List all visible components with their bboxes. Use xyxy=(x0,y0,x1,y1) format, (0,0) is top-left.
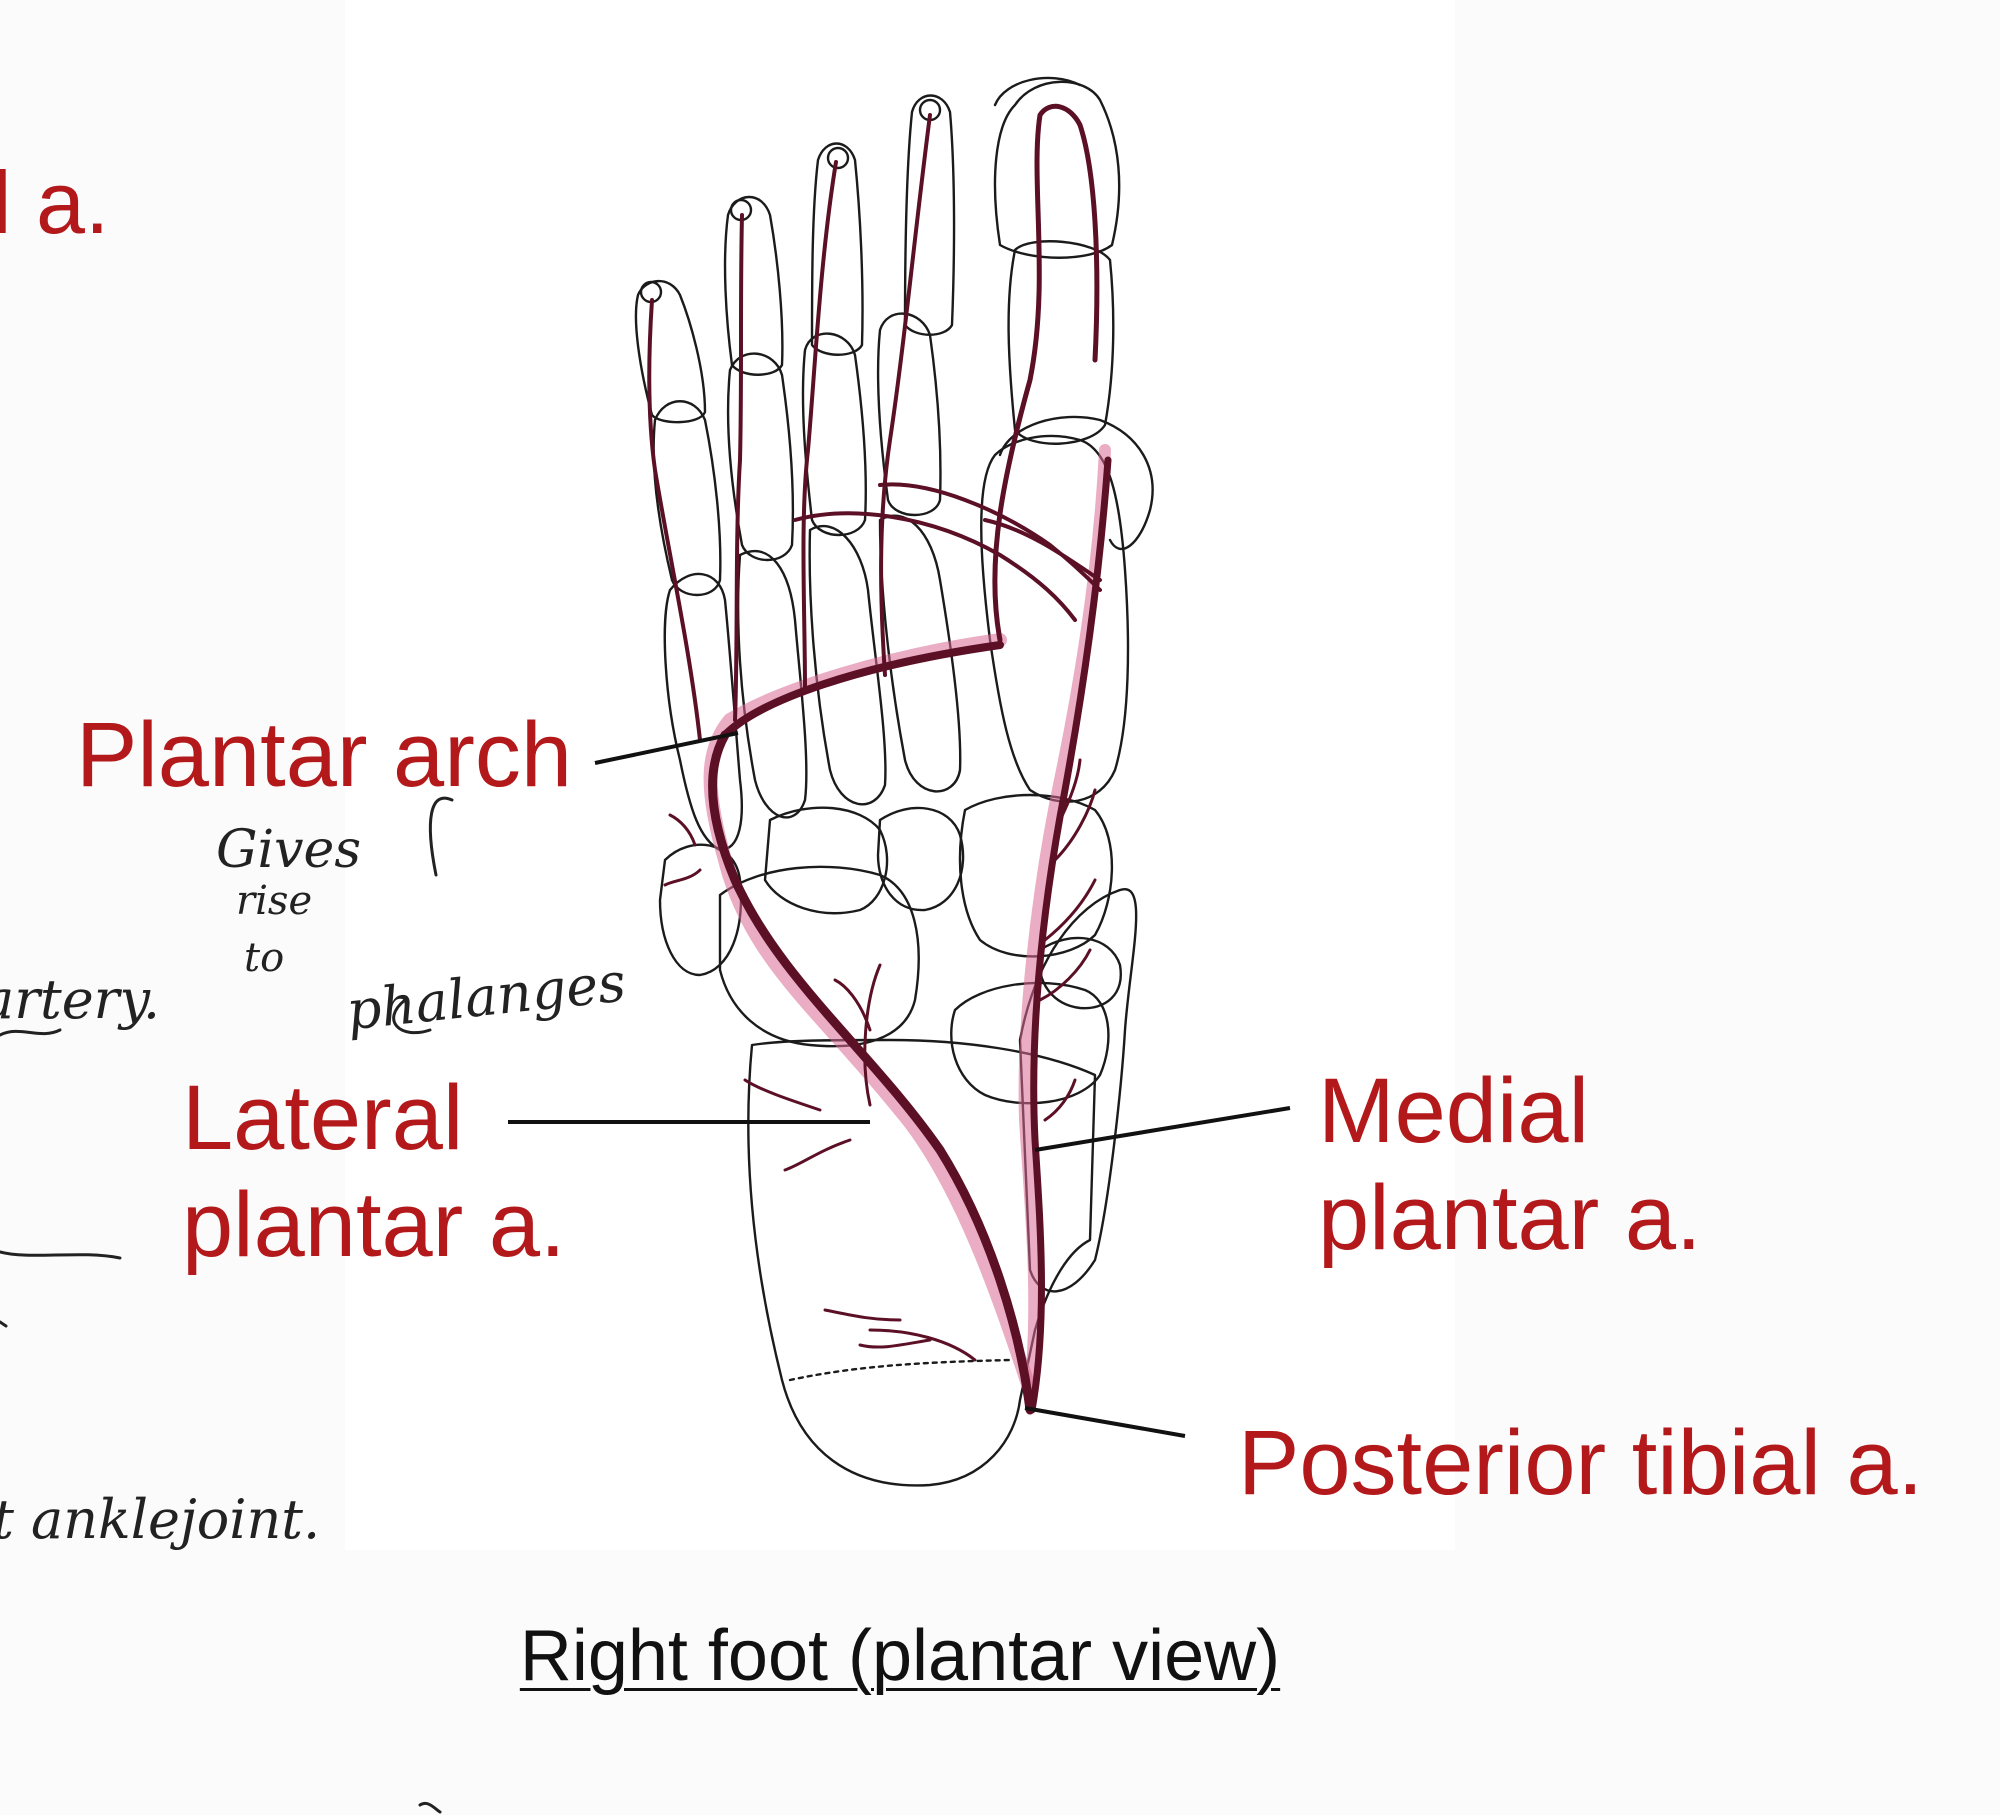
label-lateral-plantar-line2: plantar a. xyxy=(182,1174,566,1276)
toe-4 xyxy=(723,195,784,376)
toe-2 xyxy=(903,94,956,336)
proximal-phalanx-4 xyxy=(726,352,795,562)
digital-artery-5 xyxy=(647,298,702,742)
cuneiform-intermediate xyxy=(876,806,965,912)
note-gives: Gives xyxy=(216,820,362,880)
digital-artery-1 xyxy=(992,103,1100,643)
medial-plantar-artery xyxy=(1028,456,1112,1414)
toe-5 xyxy=(634,279,707,424)
figure-caption: Right foot (plantar view) xyxy=(519,1616,1281,1696)
metatarsal-5 xyxy=(663,572,743,852)
arch-branch-2 xyxy=(878,482,1102,592)
proximal-phalanx-5 xyxy=(652,400,722,597)
label-medial-plantar-line2: plantar a. xyxy=(1318,1167,1702,1269)
plantar-arch xyxy=(721,641,1004,739)
label-medial-plantar-line1: Medial xyxy=(1318,1060,1590,1162)
label-plantar-arch: Plantar arch xyxy=(76,704,573,806)
toe-3 xyxy=(810,142,864,356)
cuneiform-lateral xyxy=(763,806,889,915)
toe-1 xyxy=(993,80,1121,259)
arch-branch-1 xyxy=(793,511,1077,622)
leader-posterior-tibial xyxy=(1024,1406,1186,1438)
note-ankle: at anklejoint. xyxy=(0,1488,321,1551)
cuboid-outline xyxy=(718,865,920,1048)
illustration-plate xyxy=(345,0,1455,1550)
calcaneus-outline xyxy=(747,1038,1097,1487)
metatarsal-3 xyxy=(808,524,887,806)
mt1-head xyxy=(998,415,1154,551)
label-lateral-plantar-line1: Lateral xyxy=(182,1067,464,1169)
calcaneus-ridge xyxy=(788,1358,1012,1382)
leader-medial-plantar xyxy=(1034,1106,1291,1152)
lateral-plantar-artery xyxy=(708,730,1035,1415)
digital-artery-2 xyxy=(879,113,932,677)
label-fragment-top: l a. xyxy=(0,153,110,252)
arteries xyxy=(647,103,1112,1415)
label-posterior-tibial: Posterior tibial a. xyxy=(1238,1412,1924,1514)
note-rise: rise xyxy=(236,878,313,924)
toe-tip-3 xyxy=(826,146,850,170)
metatarsal-4 xyxy=(736,549,808,819)
leader-plantar-arch xyxy=(594,731,739,765)
proximal-phalanx-2 xyxy=(876,312,942,517)
proximal-phalanx-3 xyxy=(801,332,867,537)
talus-outline xyxy=(1018,888,1138,1293)
note-artery: artery. xyxy=(0,968,160,1031)
arch-branch-3 xyxy=(983,518,1102,582)
metatarsal-1 xyxy=(980,434,1130,803)
digital-artery-4 xyxy=(733,213,744,722)
proximal-phalanx-1 xyxy=(1007,240,1115,445)
handwritten-notes xyxy=(0,796,454,1814)
navicular-medial xyxy=(1038,936,1122,1010)
note-to: to xyxy=(244,935,285,981)
digital-artery-3 xyxy=(801,160,838,692)
toe-tip-1 xyxy=(993,76,1082,107)
metatarsal-2 xyxy=(878,514,962,793)
